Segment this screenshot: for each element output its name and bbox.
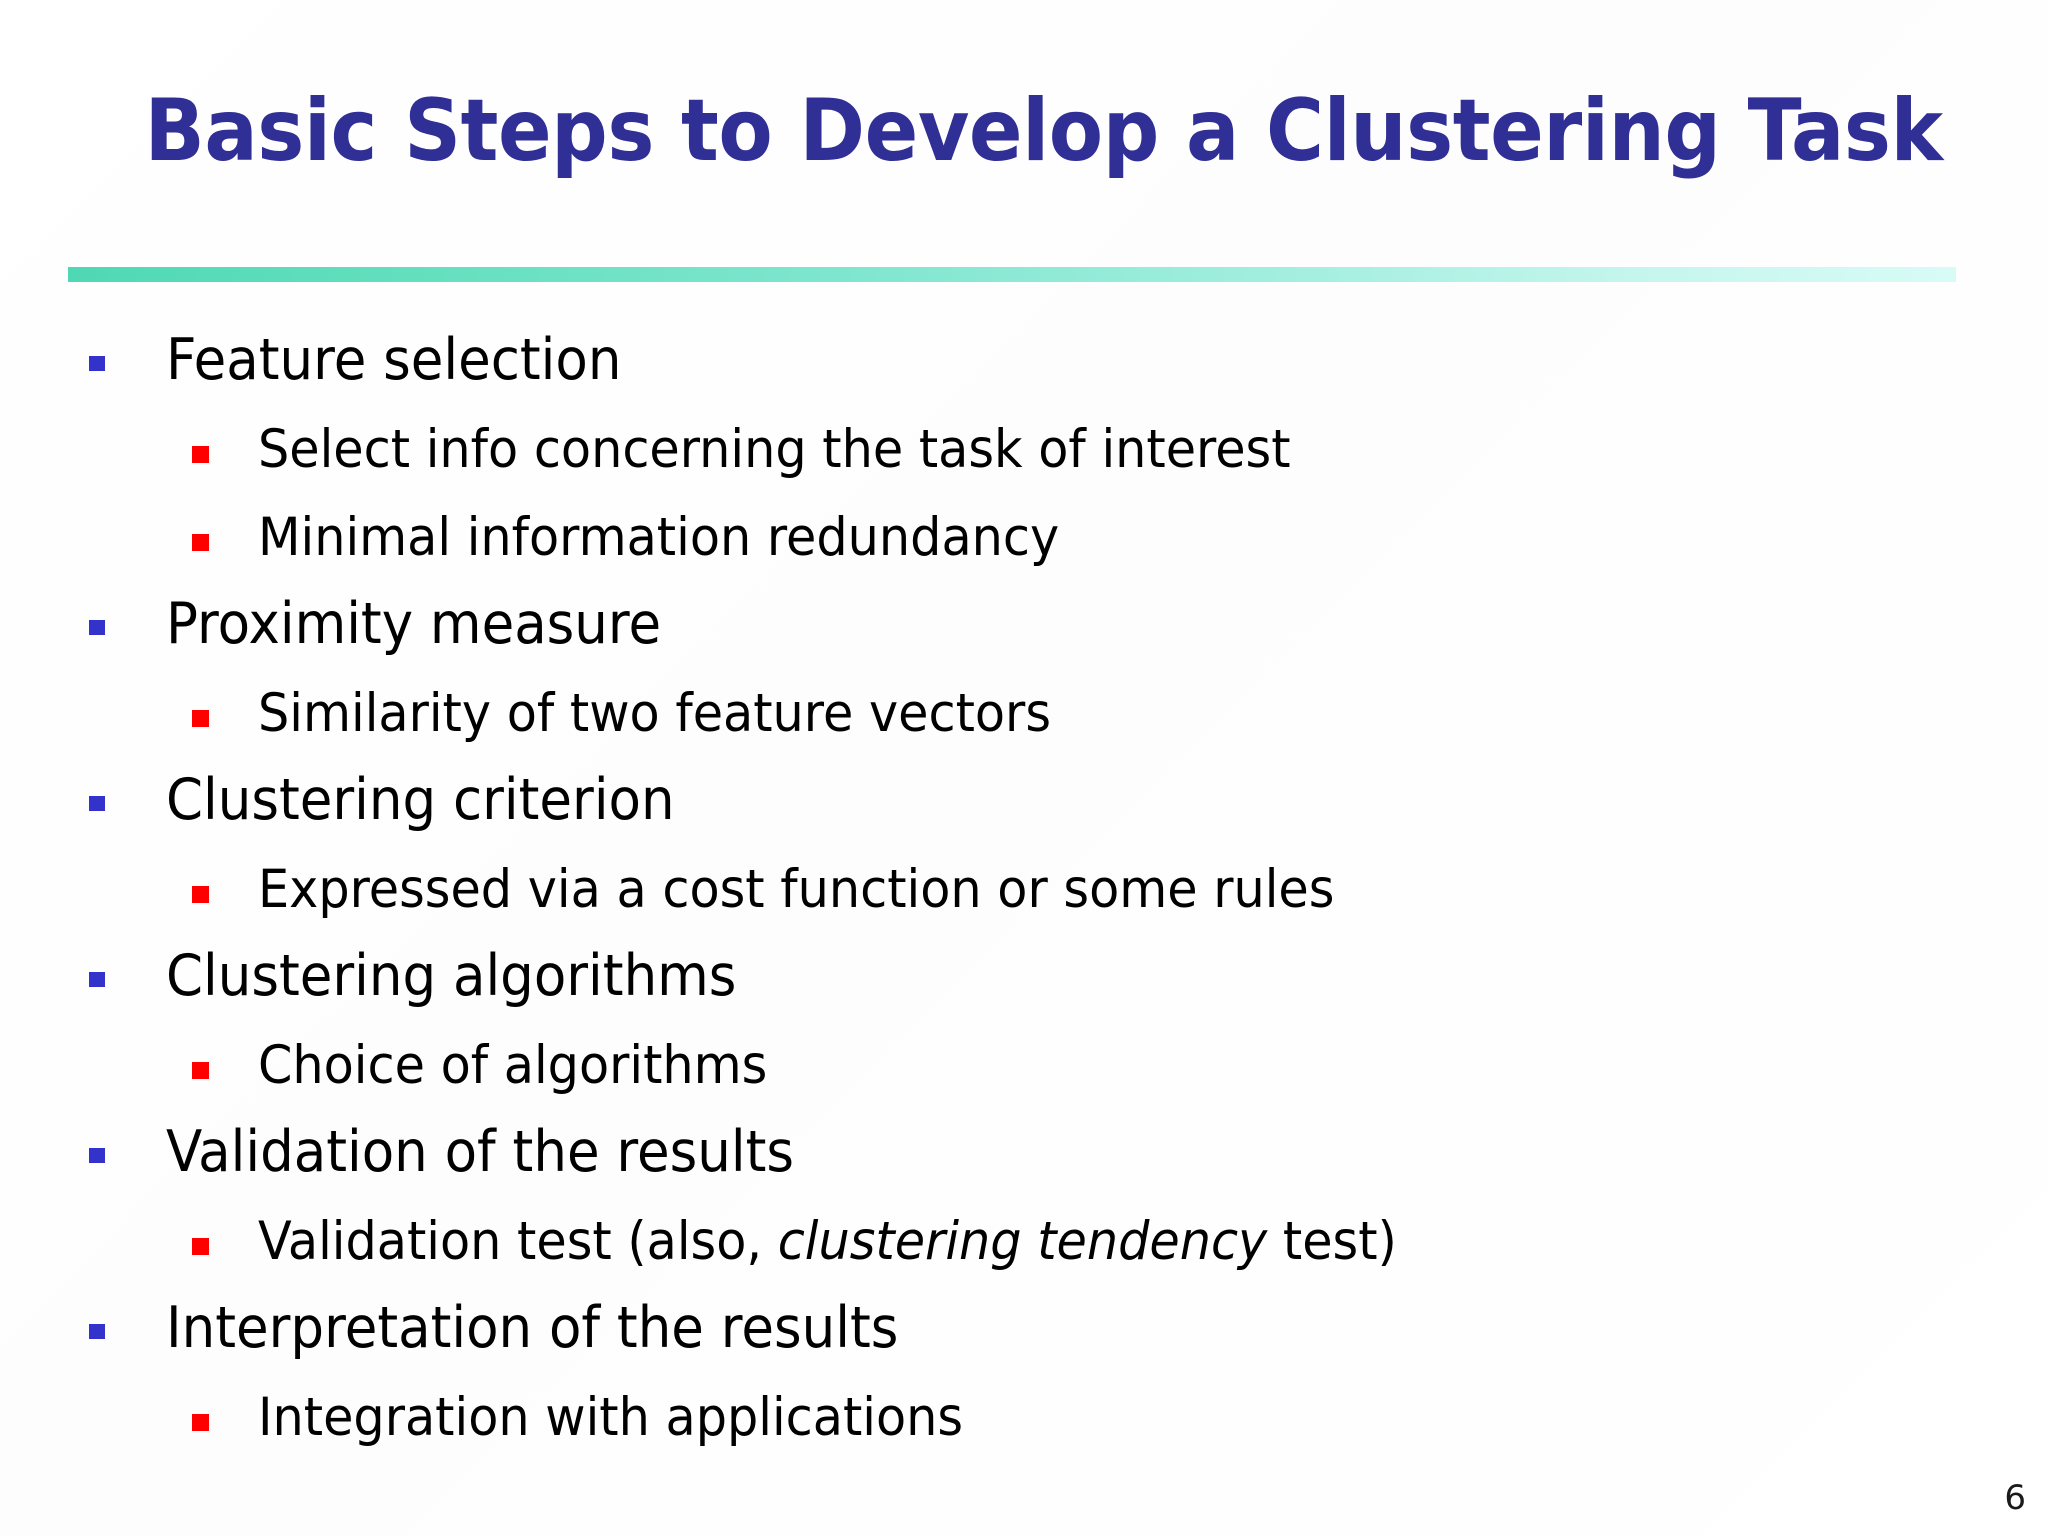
emphasis-text: clustering tendency (777, 1211, 1268, 1272)
bullet-row-level2: Integration with applications (0, 1374, 2048, 1462)
plain-text: test) (1267, 1211, 1397, 1272)
bullet-row-level2: Validation test (also, clustering tenden… (0, 1198, 2048, 1286)
bullet-square-red-icon (192, 710, 209, 727)
bullet-text: Expressed via a cost function or some ru… (258, 859, 1335, 920)
bullet-row-level1: Proximity measure (0, 582, 2048, 670)
bullet-text: Choice of algorithms (258, 1035, 768, 1096)
bullet-row-level2: Select info concerning the task of inter… (0, 406, 2048, 494)
bullet-square-red-icon (192, 886, 209, 903)
bullet-text: Validation of the results (166, 1119, 794, 1185)
bullet-row-level1: Interpretation of the results (0, 1286, 2048, 1374)
bullet-text: Validation test (also, clustering tenden… (258, 1198, 1397, 1286)
bullet-row-level2: Expressed via a cost function or some ru… (0, 846, 2048, 934)
bullet-text: Integration with applications (258, 1387, 964, 1448)
bullet-square-blue-icon (89, 620, 105, 635)
bullet-square-blue-icon (89, 1148, 105, 1163)
bullet-text: Clustering criterion (166, 767, 675, 833)
plain-text: Validation test (also, (258, 1211, 778, 1272)
page-title: Basic Steps to Develop a Clustering Task (144, 81, 1943, 181)
bullet-square-red-icon (192, 534, 209, 551)
bullet-text: Select info concerning the task of inter… (258, 419, 1291, 480)
bullet-row-level2: Choice of algorithms (0, 1022, 2048, 1110)
bullet-text: Clustering algorithms (166, 943, 737, 1009)
bullet-text: Feature selection (166, 327, 622, 393)
bullet-text: Interpretation of the results (166, 1295, 899, 1361)
bullet-row-level1: Clustering algorithms (0, 934, 2048, 1022)
bullet-square-red-icon (192, 1238, 209, 1255)
bullet-square-blue-icon (89, 796, 105, 811)
page-number: 6 (2004, 1478, 2026, 1518)
bullet-square-blue-icon (89, 1324, 105, 1339)
bullet-square-red-icon (192, 1062, 209, 1079)
bullet-row-level2: Minimal information redundancy (0, 494, 2048, 582)
bullet-row-level1: Feature selection (0, 318, 2048, 406)
bullet-square-blue-icon (89, 356, 105, 371)
bullet-square-blue-icon (89, 972, 105, 987)
bullet-row-level1: Validation of the results (0, 1110, 2048, 1198)
bullet-square-red-icon (192, 446, 209, 463)
bullet-text: Minimal information redundancy (258, 507, 1060, 568)
bullet-row-level1: Clustering criterion (0, 758, 2048, 846)
bullet-row-level2: Similarity of two feature vectors (0, 670, 2048, 758)
title-divider-rule (68, 267, 1956, 282)
bullet-square-red-icon (192, 1414, 209, 1431)
bullet-text: Similarity of two feature vectors (258, 683, 1051, 744)
bullet-text: Proximity measure (166, 591, 662, 657)
